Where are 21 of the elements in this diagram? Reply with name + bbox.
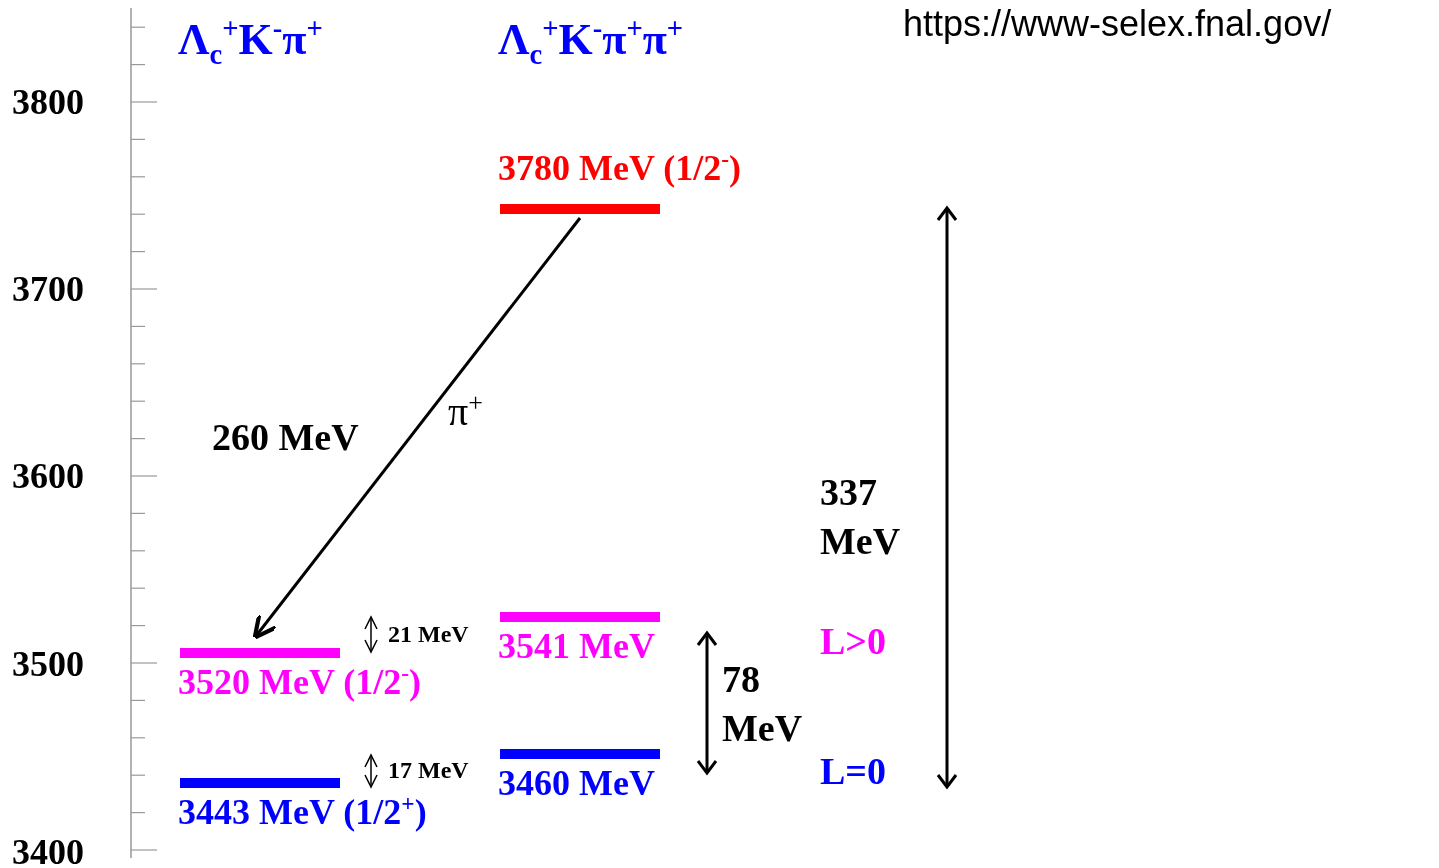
orbital-state-label: L>0 — [820, 622, 886, 660]
axis-tick-label: 3600 — [12, 458, 84, 494]
energy-gap-label: 78 MeV — [722, 657, 804, 752]
decay-channel-heading: Λ$_{c}$$^{+}$K$^{-}$π$^{+}$ — [178, 18, 323, 62]
axis-tick-label: 3800 — [12, 84, 84, 120]
orbital-state-label: L=0 — [820, 752, 886, 790]
energy-gap-label: 260 MeV — [212, 418, 359, 456]
energy-level-label: 3520 MeV (1/2$^{-}$) — [178, 664, 422, 700]
energy-level-label: 3443 MeV (1/2$^{+}$) — [178, 794, 427, 830]
energy-level-label: 3460 MeV — [498, 765, 655, 801]
energy-level-label: 3780 MeV (1/2$^{-}$) — [498, 150, 742, 186]
energy-gap-label: 21 MeV — [388, 622, 469, 646]
energy-level-label: 3541 MeV — [498, 628, 655, 664]
axis-tick-label: 3700 — [12, 271, 84, 307]
source-url: https://www-selex.fnal.gov/ — [903, 6, 1332, 42]
arrow — [252, 217, 582, 640]
energy-gap-label: 17 MeV — [388, 758, 469, 782]
energy-gap-label: 337 MeV — [820, 470, 902, 565]
axis-tick-label: 3500 — [12, 646, 84, 682]
axis-tick-label: 3400 — [12, 834, 84, 868]
decay-channel-heading: Λ$_{c}$$^{+}$K$^{-}$π$^{+}$π$^{+}$ — [498, 18, 684, 62]
